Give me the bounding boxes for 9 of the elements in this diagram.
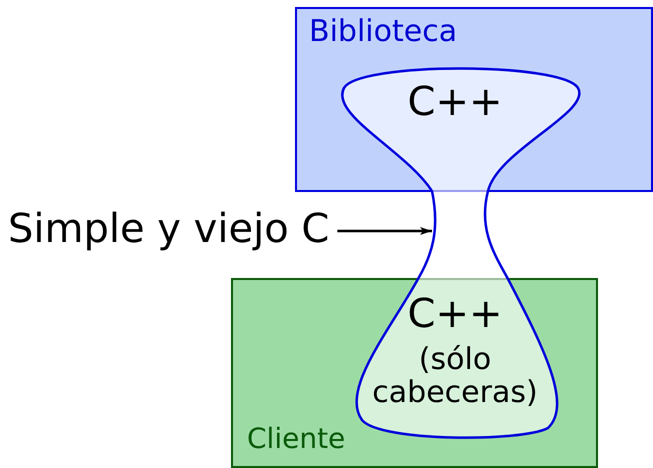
node-label: (sólo cabeceras) [371,343,539,409]
group-title: Biblioteca [309,15,458,48]
group-title: Cliente [247,424,346,455]
side-label: Simple y viejo C [8,206,330,252]
node-label: C++ [406,292,504,336]
group-box [295,7,653,192]
arrow [337,227,432,235]
group-box [231,278,598,468]
node-label: C++ [406,80,504,124]
